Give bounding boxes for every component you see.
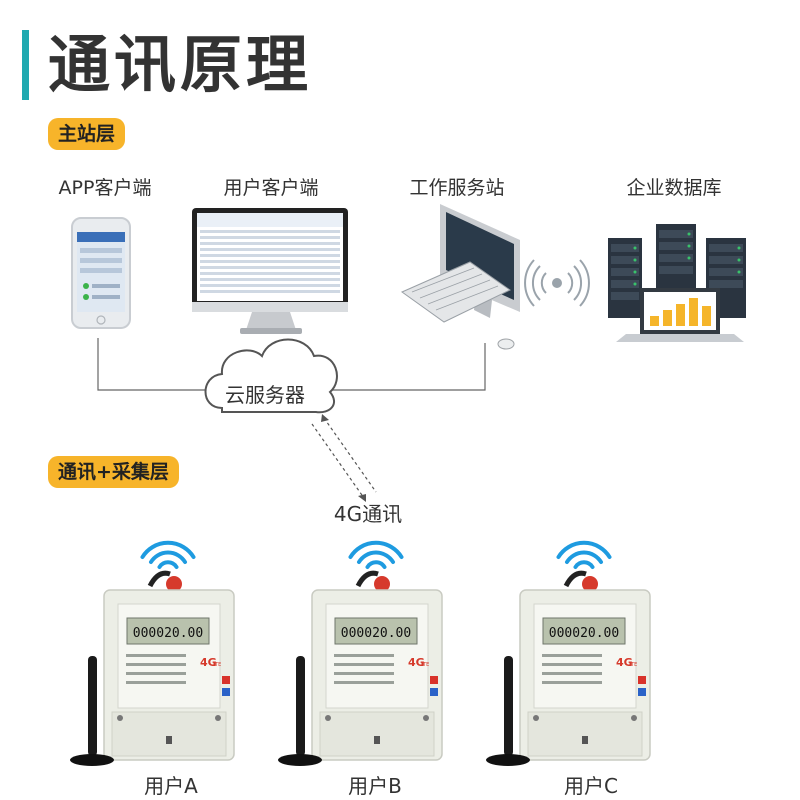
badge-lte: LTE [421, 662, 429, 668]
page-title: 通讯原理 [48, 28, 313, 101]
screw [533, 715, 539, 721]
red-cap [166, 576, 182, 592]
meter-text-line [542, 654, 602, 657]
lcd-reading: 000020.00 [341, 626, 411, 641]
seal [374, 736, 380, 744]
badge-4g: 4G [616, 656, 633, 669]
screw [117, 715, 123, 721]
user-client-label: 用户客户端 [223, 177, 319, 199]
antenna-cable [355, 570, 379, 588]
meter-button-blue [638, 688, 646, 696]
laptop-bar [702, 306, 711, 326]
layer-badge-comm: 通讯+采集层 [48, 456, 179, 488]
screw [215, 715, 221, 721]
comm-4g-label: 4G通讯 [333, 502, 403, 526]
app-client-label: APP客户端 [58, 177, 152, 199]
antenna-cable [147, 570, 171, 588]
workstation-label: 工作服务站 [409, 177, 505, 199]
antenna-base [70, 754, 114, 766]
wifi-icon [348, 540, 404, 569]
meter-button-blue [430, 688, 438, 696]
badge-lte: LTE [629, 662, 637, 668]
antenna-base [278, 754, 322, 766]
lcd-screen [334, 617, 418, 645]
wifi-icon [556, 540, 612, 569]
antenna-cable [563, 570, 587, 588]
seal [166, 736, 172, 744]
cloud-icon [204, 338, 338, 414]
badge-4g: 4G [408, 656, 425, 669]
lcd-reading: 000020.00 [549, 626, 619, 641]
user-a-label: 用户A [144, 774, 198, 798]
laptop-bar [663, 310, 672, 326]
cloud-server-label: 云服务器 [225, 383, 305, 407]
meter-text-line [542, 681, 602, 684]
laptop-bar [676, 304, 685, 326]
meter-text-line [126, 672, 186, 675]
monitor-icon [192, 208, 348, 334]
meter-text-line [126, 654, 186, 657]
meter-text-line [334, 672, 394, 675]
seal [582, 736, 588, 744]
lcd-reading: 000020.00 [133, 626, 203, 641]
terminal-cover [527, 711, 643, 757]
laptop-chart-icon [616, 288, 744, 342]
badge-4g: 4G [200, 656, 217, 669]
meter-button-red [222, 676, 230, 684]
meter-text-line [542, 663, 602, 666]
phone-icon [71, 217, 131, 329]
meter-text-line [334, 681, 394, 684]
meter-text-line [334, 654, 394, 657]
lcd-screen [126, 617, 210, 645]
external-antenna [296, 656, 305, 756]
user-c-label: 用户C [564, 774, 618, 798]
meter-text-line [126, 681, 186, 684]
badge-lte: LTE [213, 662, 221, 668]
meter-button-red [638, 676, 646, 684]
meter-text-line [126, 663, 186, 666]
meter-text-line [542, 672, 602, 675]
antenna-base [486, 754, 530, 766]
wireless-signal-icon [524, 259, 590, 307]
red-cap [582, 576, 598, 592]
external-antenna [504, 656, 513, 756]
meter-button-red [430, 676, 438, 684]
red-cap [374, 576, 390, 592]
screw [631, 715, 637, 721]
wifi-icon [140, 540, 196, 569]
lcd-screen [542, 617, 626, 645]
database-label: 企业数据库 [626, 177, 722, 199]
meter-button-blue [222, 688, 230, 696]
external-antenna [88, 656, 97, 756]
layer-badge-master: 主站层 [48, 118, 126, 150]
meter-text-line [334, 663, 394, 666]
connection-lines [97, 338, 486, 391]
user-b-label: 用户B [348, 774, 402, 798]
laptop-bar [650, 316, 659, 326]
screw [423, 715, 429, 721]
laptop-bar [689, 298, 698, 326]
title-accent-bar [22, 30, 29, 100]
comm-arrows [311, 417, 377, 499]
screw [325, 715, 331, 721]
server-rack-icon [608, 224, 746, 318]
terminal-cover [319, 711, 435, 757]
workstation-icon [400, 204, 520, 350]
terminal-cover [111, 711, 227, 757]
